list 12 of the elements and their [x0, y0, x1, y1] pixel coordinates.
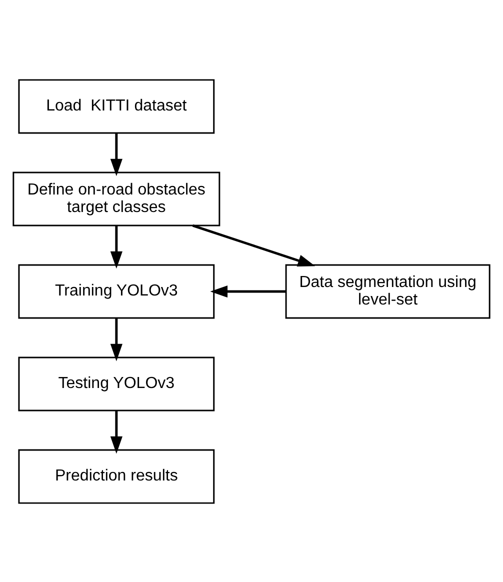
node-box: Data segmentation using level-set — [285, 264, 490, 318]
arrow — [110, 318, 122, 361]
arrow — [110, 410, 122, 454]
node-box: Testing YOLOv3 — [18, 356, 215, 411]
node-box: Training YOLOv3 — [18, 264, 215, 318]
arrow — [210, 284, 286, 298]
node-box: Define on-road obstacles target classes — [12, 171, 220, 226]
arrow — [110, 225, 122, 268]
arrow — [110, 132, 122, 176]
arrow — [192, 224, 316, 266]
node-box: Load KITTI dataset — [18, 78, 215, 134]
node-box: Prediction results — [18, 448, 215, 504]
